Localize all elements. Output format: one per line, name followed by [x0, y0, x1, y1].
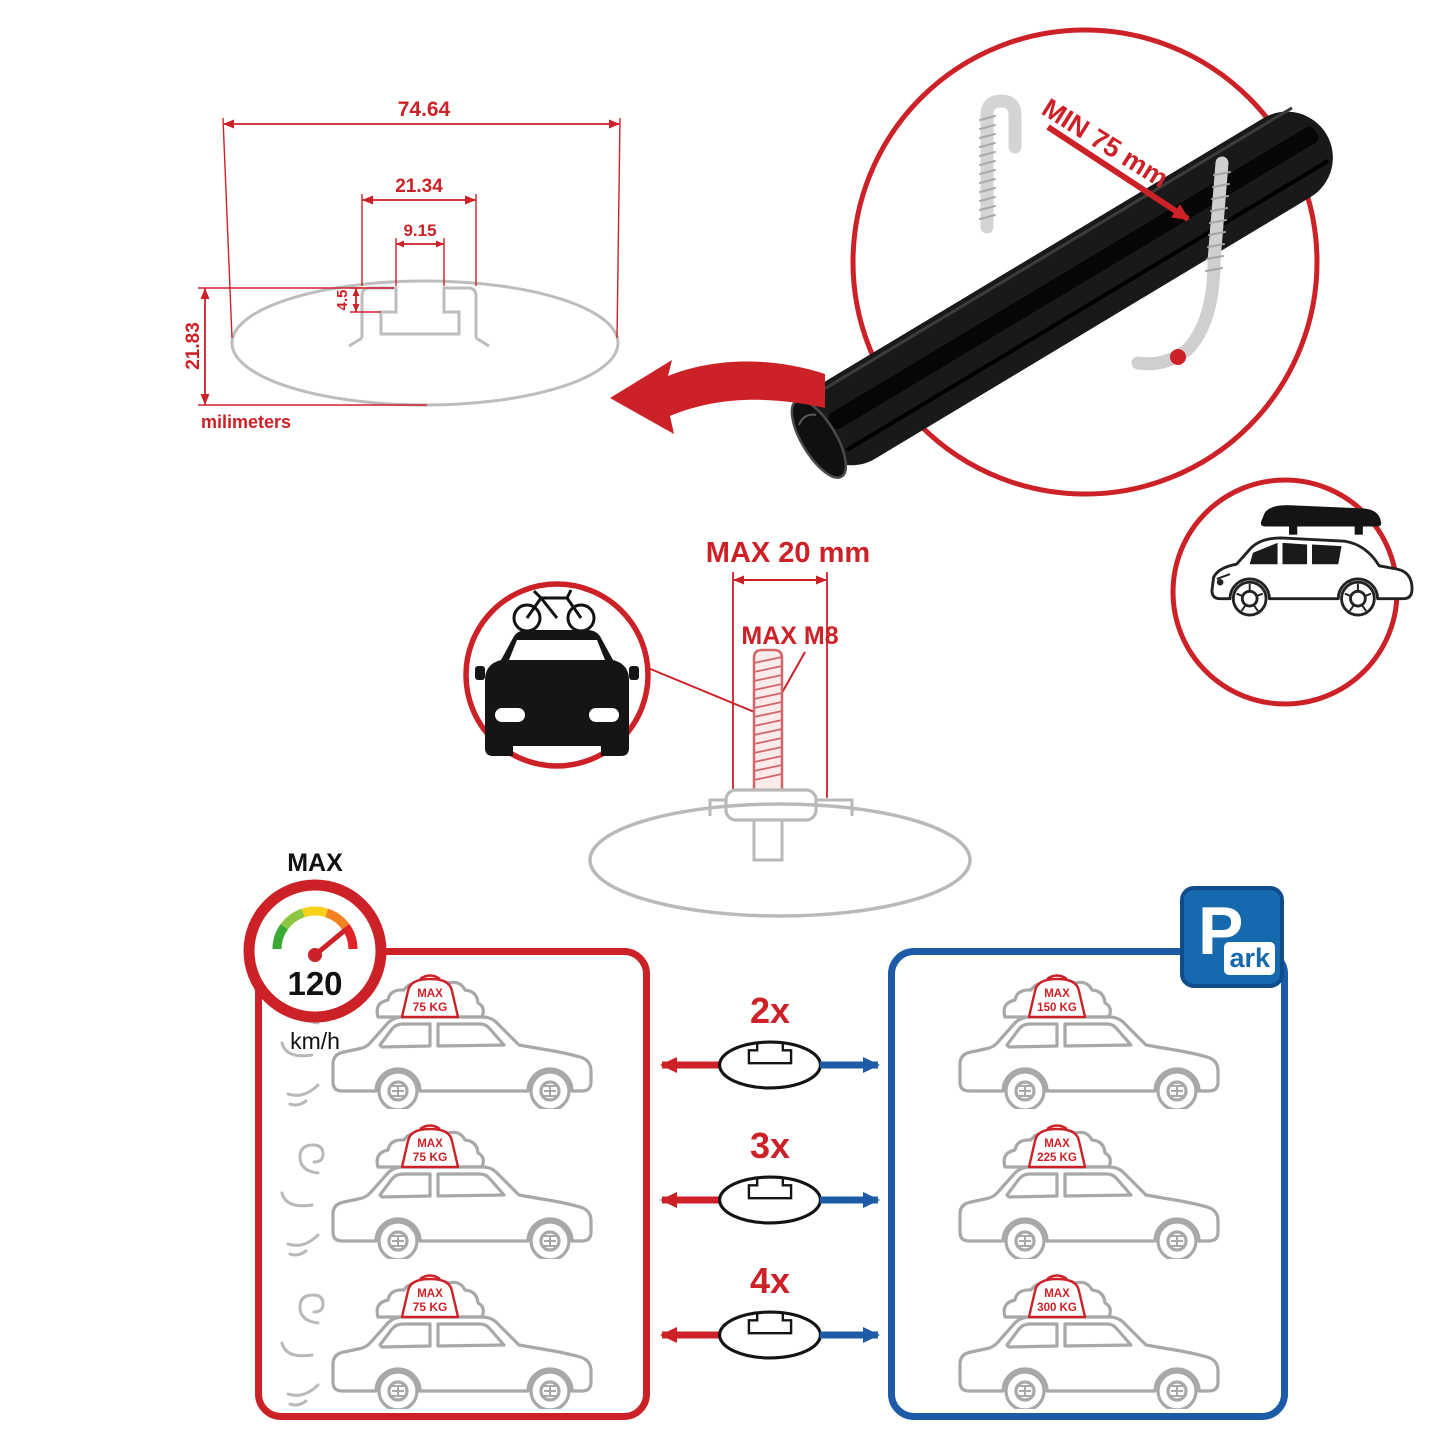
- slot-nut-and-bar-section: [588, 788, 972, 918]
- cargo-load-label: 150 KG: [1037, 1002, 1077, 1014]
- bolt-diagram: MAX 20 mm MAX M8: [588, 537, 972, 918]
- clamp-point-dot: [1170, 349, 1186, 365]
- motion-swirl-icon: [280, 1143, 325, 1257]
- park-rest: ark: [1224, 942, 1275, 975]
- min-grip-label: MIN 75 mm: [1037, 93, 1174, 194]
- dim-total-height-label: 21.83: [183, 322, 204, 370]
- cargo-load-label: MAX: [1044, 1288, 1070, 1300]
- parking-panel-art: MAX 150 KG MAX 225 KG MAX 300 KG: [958, 973, 1220, 1409]
- speed-unit-label: km/h: [290, 1028, 340, 1054]
- cargo-load-label: MAX: [1044, 1138, 1070, 1150]
- dimension-lines: [198, 117, 621, 406]
- units-label: milimeters: [201, 412, 291, 432]
- cargo-load-label: 75 KG: [413, 1300, 448, 1314]
- speed-value-label: 120: [287, 965, 342, 1002]
- bar-count-label: 4x: [750, 1260, 790, 1301]
- car-icon: [958, 973, 1220, 1109]
- bar-count-column: 2x 3x 4x: [660, 990, 880, 1360]
- crossbar-profile-icon: [717, 1310, 823, 1360]
- suv-roofbox-icon: [1170, 477, 1414, 707]
- cargo-load-label: MAX: [417, 1288, 443, 1300]
- profile-cross-section: [230, 279, 620, 407]
- bolt-icon: [752, 648, 784, 793]
- profile-dimension-drawing: 74.64 21.34 9.15 4.5 21.83 milimeters: [183, 98, 621, 432]
- driving-panel-art: MAX 75 KG MAX 75 KG MAX 75 KG: [280, 973, 593, 1409]
- car-front-icon: [475, 630, 639, 756]
- cargo-load-label: 225 KG: [1037, 1152, 1077, 1164]
- cargo-load-label: MAX: [1044, 988, 1070, 1000]
- bar-count-label: 3x: [750, 1125, 790, 1166]
- crossbar-profile-icon: [717, 1175, 823, 1225]
- circle-leader-line: [647, 667, 765, 717]
- crossbar-3d-illustration: MIN 75 mm: [790, 27, 1333, 497]
- crossbar-profile-icon: [717, 1040, 823, 1090]
- car-icon: [958, 1273, 1220, 1409]
- cargo-load-label: MAX: [417, 988, 443, 1000]
- max-thread-label: MAX M8: [741, 622, 838, 650]
- dim-total-width-label: 74.64: [398, 98, 451, 121]
- crossbar-3d: [790, 106, 1333, 479]
- max-protrusion-label: MAX 20 mm: [706, 537, 870, 569]
- parking-panel: MAX 150 KG MAX 225 KG MAX 300 KG: [888, 948, 1288, 1420]
- dim-slot-width-label: 9.15: [403, 221, 436, 240]
- dim-channel-width-label: 21.34: [395, 176, 443, 197]
- car-icon: [331, 1273, 593, 1409]
- speedometer-icon: MAX 120 km/h: [243, 849, 387, 1054]
- parking-sign: P ark: [1180, 886, 1284, 988]
- motion-swirl-icon: [280, 1293, 325, 1407]
- car-icon: [958, 1123, 1220, 1259]
- cargo-load-label: 75 KG: [413, 1150, 448, 1164]
- gauge-arc: [272, 906, 358, 950]
- cargo-load-label: 300 KG: [1037, 1302, 1077, 1314]
- threaded-hook-front-icon: [1131, 156, 1231, 371]
- dim-lip-depth-label: 4.5: [334, 290, 351, 311]
- bar-count-label: 2x: [750, 990, 790, 1031]
- min-grip-arrow: [1046, 124, 1190, 222]
- pointer-arrow-to-profile: [610, 360, 825, 434]
- car-icon: [331, 1123, 593, 1259]
- cargo-load-label: MAX: [417, 1138, 443, 1150]
- threaded-hook-rear-icon: [979, 94, 1022, 234]
- speed-max-label: MAX: [287, 849, 343, 877]
- bolt-dimension-lines: [732, 572, 828, 798]
- detail-circle: [850, 27, 1320, 497]
- driving-panel: MAX 75 KG MAX 75 KG MAX 75 KG: [255, 948, 650, 1420]
- cargo-load-label: 75 KG: [413, 1000, 448, 1014]
- car-bike-icon: [463, 581, 651, 769]
